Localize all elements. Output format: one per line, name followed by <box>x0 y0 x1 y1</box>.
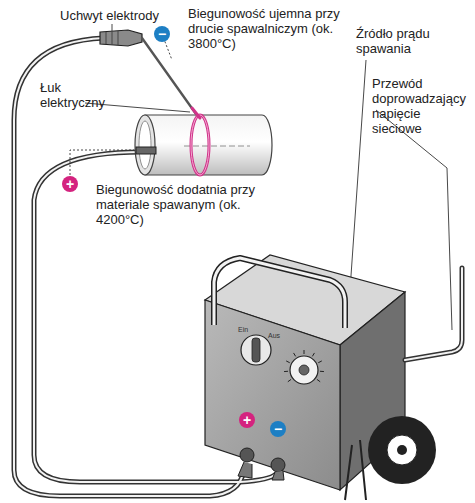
switch-label: Ein <box>238 326 248 334</box>
dial-scale <box>317 379 320 381</box>
dial-scale <box>312 353 314 356</box>
polarity-sign: + <box>62 176 78 192</box>
mains-cable <box>405 268 462 360</box>
workpiece-pipe <box>135 115 272 175</box>
workpiece-pipe <box>191 115 209 175</box>
welding-power-source <box>240 448 254 462</box>
polarity-sign: − <box>270 421 286 437</box>
leader-line <box>112 24 113 31</box>
electrode-holder <box>106 31 118 45</box>
switch-label: Aus <box>268 332 280 340</box>
part-label: Łuk elektryczny <box>40 80 100 110</box>
part-label: Przewód doprowadzający napięcie sieciowe <box>372 76 472 136</box>
welding-power-source <box>214 258 345 328</box>
mains-cable <box>405 268 462 360</box>
ground-clamp <box>136 147 156 154</box>
dial-scale <box>304 350 305 354</box>
welding-power-source <box>387 435 417 465</box>
polarity-sign: + <box>239 412 255 428</box>
electrode-holder <box>192 108 200 118</box>
welding-power-source <box>252 338 260 362</box>
welding-power-source <box>299 365 309 375</box>
welding-power-source <box>241 335 271 365</box>
welding-power-source <box>290 356 318 384</box>
welding-power-source <box>205 255 436 500</box>
polarity-leader <box>70 150 134 175</box>
welding-power-source <box>238 462 284 480</box>
leader-line <box>350 60 366 290</box>
dial-scale <box>284 350 324 382</box>
dial-scale <box>284 371 288 372</box>
electrode-holder <box>100 30 142 46</box>
workpiece-pipe <box>139 121 151 169</box>
electrode-holder <box>100 30 200 118</box>
polarity-sign: − <box>154 26 170 42</box>
dial-scale <box>294 353 296 356</box>
workpiece-pipe <box>135 115 155 175</box>
ground-clamp <box>136 147 156 154</box>
part-label: Źródło prądu spawania <box>356 26 466 56</box>
mains-cable <box>405 268 462 360</box>
electrode-holder <box>142 38 196 114</box>
dial-scale <box>286 361 290 363</box>
welding-power-source <box>345 440 366 500</box>
workpiece-pipe <box>191 115 209 175</box>
welding-power-source <box>397 445 407 455</box>
workpiece-pipe <box>184 146 250 147</box>
dial-scale <box>288 379 291 381</box>
polarity-note: Biegunowość ujemna przy drucie spawalnic… <box>188 6 348 51</box>
welding-power-source <box>271 458 285 472</box>
welding-power-source <box>214 258 345 328</box>
dial-scale <box>318 361 322 363</box>
welding-power-source <box>368 416 436 484</box>
dial-scale <box>320 371 324 372</box>
part-label: Uchwyt elektrody <box>60 8 180 23</box>
polarity-note: Biegunowość dodatnia przy materiale spaw… <box>96 182 266 227</box>
workpiece-pipe <box>145 115 272 175</box>
welding-power-source <box>205 300 340 490</box>
leader-line <box>85 103 190 112</box>
